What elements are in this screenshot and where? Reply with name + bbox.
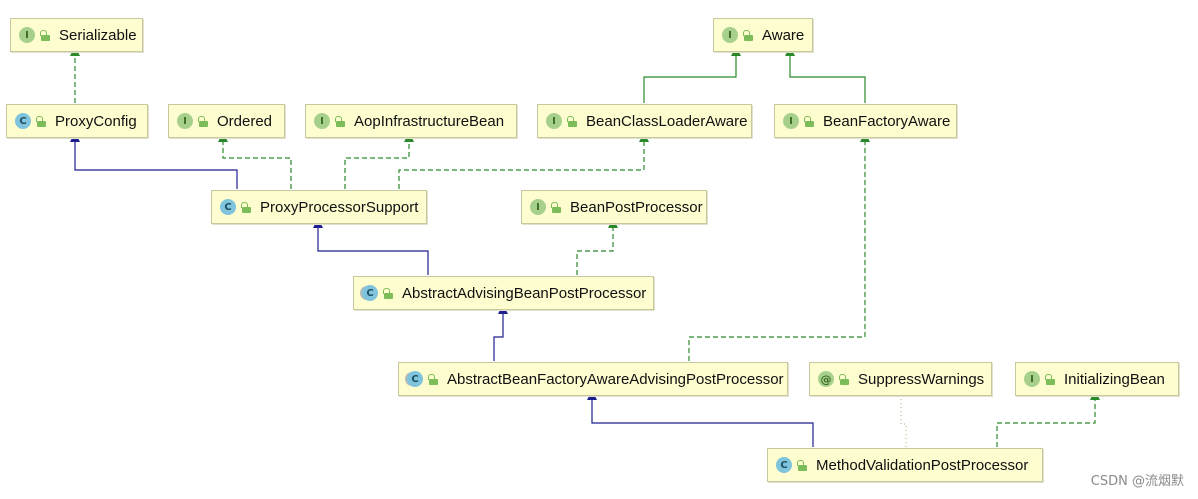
public-lock-icon: [797, 459, 808, 471]
node-method-validation-post-processor[interactable]: C MethodValidationPostProcessor: [767, 448, 1043, 482]
public-lock-icon: [241, 201, 252, 213]
node-label: MethodValidationPostProcessor: [816, 456, 1029, 474]
node-label: BeanClassLoaderAware: [586, 112, 748, 130]
abstract-class-badge-icon: C: [407, 371, 423, 387]
public-lock-icon: [335, 115, 346, 127]
interface-badge-icon: I: [722, 27, 738, 43]
public-lock-icon: [1045, 373, 1056, 385]
node-label: AopInfrastructureBean: [354, 112, 505, 130]
edge-beanclassloaderaware-aware: [643, 46, 741, 103]
public-lock-icon: [743, 29, 754, 41]
edge-methodvalidation-suppresswarnings: [900, 399, 907, 447]
edge-methodvalidation-abstractbfa: [587, 390, 814, 447]
node-aop-infrastructure-bean[interactable]: I AopInfrastructureBean: [305, 104, 517, 138]
node-label: BeanFactoryAware: [823, 112, 951, 130]
interface-badge-icon: I: [19, 27, 35, 43]
node-proxy-config[interactable]: C ProxyConfig: [6, 104, 148, 138]
interface-badge-icon: I: [314, 113, 330, 129]
edge-proxyprocessorsupport-beanclassloaderaware: [398, 132, 649, 189]
node-bean-class-loader-aware[interactable]: I BeanClassLoaderAware: [537, 104, 752, 138]
abstract-class-badge-icon: C: [362, 285, 378, 301]
public-lock-icon: [198, 115, 209, 127]
node-label: Ordered: [217, 112, 273, 130]
node-aware[interactable]: I Aware: [713, 18, 813, 52]
interface-badge-icon: I: [530, 199, 546, 215]
edge-abstractadvising-proxyprocessorsupport: [313, 218, 429, 275]
edge-abstractadvising-beanpostprocessor: [576, 218, 618, 275]
public-lock-icon: [36, 115, 47, 127]
class-badge-icon: C: [776, 457, 792, 473]
node-ordered[interactable]: I Ordered: [168, 104, 285, 138]
edge-abstractbfa-beanfactoryaware: [688, 132, 870, 361]
edge-proxyprocessorsupport-ordered: [218, 132, 292, 189]
class-badge-icon: C: [15, 113, 31, 129]
node-label: Aware: [762, 26, 805, 44]
interface-badge-icon: I: [177, 113, 193, 129]
public-lock-icon: [567, 115, 578, 127]
node-abstract-bean-factory-aware-advising-post-processor[interactable]: C AbstractBeanFactoryAwareAdvisingPostPr…: [398, 362, 788, 396]
node-label: Serializable: [59, 26, 137, 44]
node-proxy-processor-support[interactable]: C ProxyProcessorSupport: [211, 190, 427, 224]
interface-badge-icon: I: [1024, 371, 1040, 387]
class-badge-icon: C: [220, 199, 236, 215]
node-serializable[interactable]: I Serializable: [10, 18, 143, 52]
node-initializing-bean[interactable]: I InitializingBean: [1015, 362, 1179, 396]
edge-beanfactoryaware-aware: [785, 46, 866, 103]
edge-proxyprocessorsupport-proxyconfig: [70, 132, 238, 189]
public-lock-icon: [804, 115, 815, 127]
public-lock-icon: [40, 29, 51, 41]
node-suppress-warnings[interactable]: @ SuppressWarnings: [809, 362, 992, 396]
node-bean-factory-aware[interactable]: I BeanFactoryAware: [774, 104, 957, 138]
interface-badge-icon: I: [546, 113, 562, 129]
node-label: AbstractBeanFactoryAwareAdvisingPostProc…: [447, 370, 784, 388]
node-label: AbstractAdvisingBeanPostProcessor: [402, 284, 647, 302]
node-label: BeanPostProcessor: [570, 198, 703, 216]
node-abstract-advising-bean-post-processor[interactable]: C AbstractAdvisingBeanPostProcessor: [353, 276, 654, 310]
annotation-badge-icon: @: [818, 371, 834, 387]
edge-abstractbfa-abstractadvising: [493, 304, 508, 361]
edge-methodvalidation-initializingbean: [996, 390, 1100, 447]
edge-proxyprocessorsupport-aopinfrastructurebean: [344, 132, 414, 189]
public-lock-icon: [839, 373, 850, 385]
node-bean-post-processor[interactable]: I BeanPostProcessor: [521, 190, 707, 224]
node-label: SuppressWarnings: [858, 370, 985, 388]
public-lock-icon: [551, 201, 562, 213]
interface-badge-icon: I: [783, 113, 799, 129]
node-label: ProxyProcessorSupport: [260, 198, 419, 216]
watermark: CSDN @流烟默: [1090, 474, 1184, 489]
public-lock-icon: [428, 373, 439, 385]
public-lock-icon: [383, 287, 394, 299]
node-label: InitializingBean: [1064, 370, 1165, 388]
node-label: ProxyConfig: [55, 112, 137, 130]
